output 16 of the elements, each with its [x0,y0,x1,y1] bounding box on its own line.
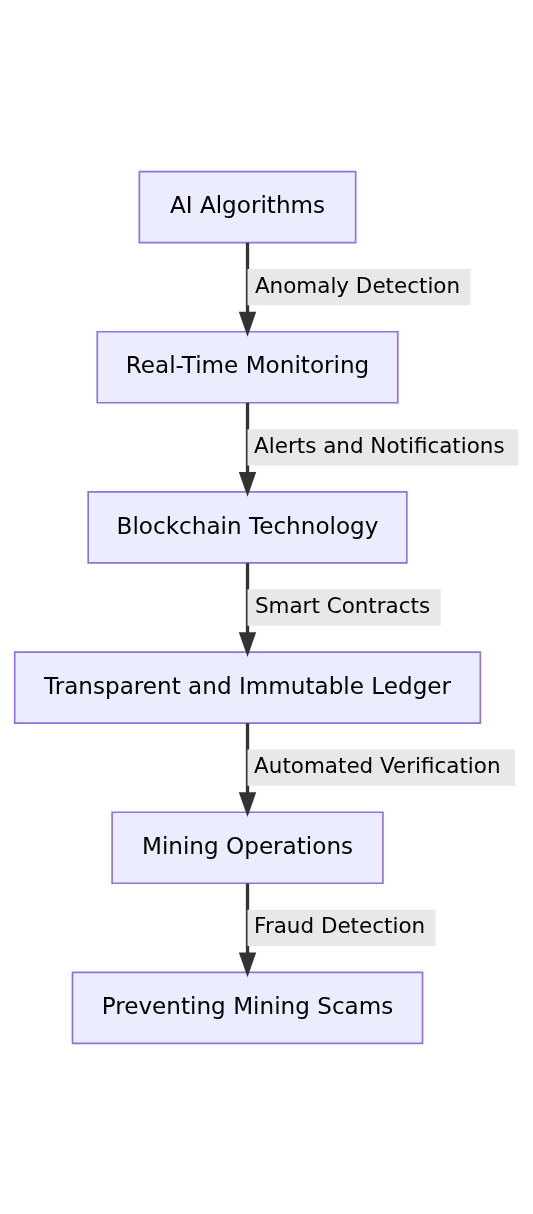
node-box: Transparent and Immutable Ledger [13,650,482,724]
node-box: Real-Time Monitoring [96,330,399,404]
arrow [238,402,257,497]
node-box: AI Algorithms [138,170,357,243]
edge-label: Alerts and Notifications [254,432,505,458]
arrow [238,722,257,817]
edge-label: Smart Contracts [254,592,431,618]
arrow [238,882,257,977]
node-box: Preventing Mining Scams [71,971,424,1044]
edge-label: Anomaly Detection [254,272,461,298]
arrow [238,242,257,337]
edge-label: Fraud Detection [254,912,426,938]
node-box: Blockchain Technology [87,490,408,564]
node-box: Mining Operations [111,810,384,884]
arrow [238,562,257,657]
edge-label: Automated Verification [254,752,501,778]
